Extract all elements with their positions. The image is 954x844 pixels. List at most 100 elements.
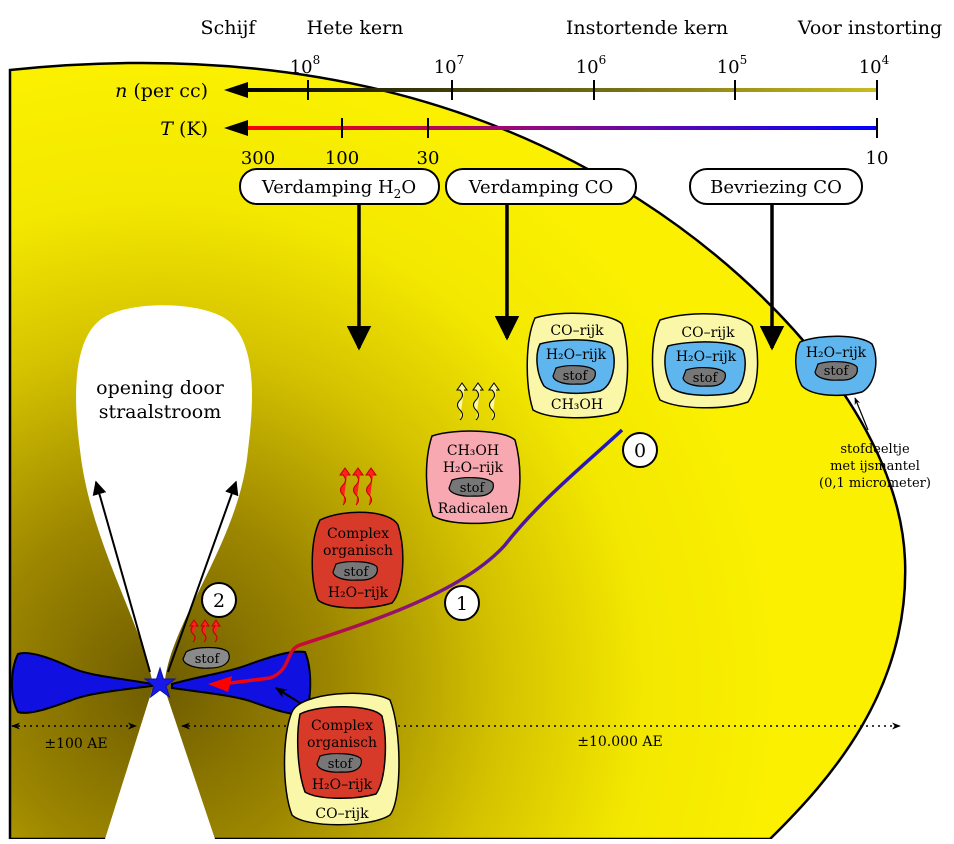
wave-icon [211,619,221,643]
density-tick-label: 105 [717,53,748,78]
process-label-pre: Verdamping H [261,177,394,198]
phase-collapsing-core: Instortende kern [566,17,728,39]
grain-line1-label: Complex [311,718,373,734]
grain-dust-core [332,561,378,581]
temperature-symbol: T [160,118,174,140]
grain-dust-core [814,361,858,381]
temperature-tick-label: 30 [417,148,440,169]
grain-hot: Complex organisch stof H₂O–rijk [311,511,404,609]
temperature-axis-bar [236,126,878,130]
grain-line3-label: H₂O–rijk [328,585,389,601]
marker-1: 1 [444,585,480,621]
marker-circle [201,582,237,618]
wave-icon [456,382,468,421]
grain-mantle-label: H₂O–rijk [546,347,607,363]
grain-line1-label: Complex [327,526,389,542]
process-label: Verdamping H2O [261,177,416,201]
temperature-axis-arrow [224,120,248,136]
process-h2o-evaporation: Verdamping H2O [239,168,440,205]
density-tick-base: 10 [859,57,882,78]
scale-disk-label: ±100 AE [44,736,107,752]
grain-line2-label: H₂O–rijk [443,460,504,476]
density-tick-exp: 5 [740,53,748,67]
grain-infall: Complex organisch stof H₂O–rijk CO–rijk [283,692,400,826]
grain-core-label: stof [693,371,719,386]
jet-opening-label-1: opening door [96,377,225,399]
process-label-sub: 2 [394,187,402,201]
grain-dust-core [682,367,726,387]
density-tick-exp: 8 [313,53,321,67]
jet-arrow-right [167,480,239,673]
grain-mantle-label: H₂O–rijk [806,345,867,361]
grain-co-freeze: CO–rijk H₂O–rijk stof [651,313,759,409]
marker-label: 0 [634,440,646,462]
grain-collapse: CO–rijk H₂O–rijk stof CH₃OH [526,312,629,419]
temperature-unit: (K) [179,118,208,140]
grain-dust-core [552,365,596,385]
disk-left [11,652,153,714]
grain-caption-2: met ijsmantel [830,459,920,474]
grain-pre-collapse: H₂O–rijk stof [795,335,877,397]
process-box [239,168,440,205]
density-axis-arrow [224,82,248,98]
sublimation-waves-disk [189,619,221,643]
marker-0: 0 [622,432,658,468]
process-box [445,168,637,205]
scale-envelope-label: ±10.000 AE [577,734,663,750]
density-tick-label: 107 [434,53,465,78]
density-tick-label: 108 [290,53,321,78]
grain-dust-core [182,646,230,669]
grain-outer-label: CO–rijk [550,323,604,339]
grain-core-label: stof [328,757,354,772]
marker-2: 2 [201,582,237,618]
density-tick-base: 10 [434,57,457,78]
density-unit: (per cc) [133,80,208,102]
grain-core-label: stof [195,652,221,667]
process-label: Bevriezing CO [710,177,842,198]
density-tick-label: 106 [576,53,607,78]
grain-core-label: stof [460,481,486,496]
temperature-axis-label: T (K) [160,118,208,140]
jet-opening-label-2: straalstroom [99,401,222,423]
density-tick-base: 10 [717,57,740,78]
wave-icon [365,467,377,506]
process-co-freeze-out: Bevriezing CO [689,168,863,205]
grain-core-label: stof [824,364,850,379]
grain-dust-core [448,477,494,497]
density-tick-base: 10 [576,57,599,78]
infall-arrowhead [208,676,232,692]
grain-caption-arrow [854,397,869,431]
grain-caption-3: (0,1 micrometer) [819,476,931,491]
marker-label: 2 [213,590,225,612]
grain-dust-core [316,753,362,773]
grain-line1-label: CH₃OH [447,443,499,459]
density-tick-label: 104 [859,53,890,78]
infall-trajectory [221,428,624,686]
protostar-icon [143,666,177,699]
grain-line2-label: organisch [323,543,393,559]
grain-red-mantle [296,706,387,800]
grain-disk: stof [182,646,230,669]
outflow-cone-lower [105,690,215,839]
wave-icon [488,382,500,421]
grain-red-mantle [311,511,404,609]
process-co-evaporation: Verdamping CO [445,168,637,205]
wave-icon [339,467,351,506]
marker-circle [622,432,658,468]
wave-icon [472,382,484,421]
grain-mantle-label: H₂O–rijk [676,349,737,365]
infall-grain-arrow [274,687,301,704]
density-tick-exp: 6 [599,53,607,67]
jet-arrow-left [92,480,151,673]
temperature-tick-label: 300 [241,148,275,169]
process-label: Verdamping CO [468,177,614,198]
jet-opening [76,305,253,680]
process-label-post: O [401,177,416,198]
density-symbol: n [115,80,127,102]
temperature-tick-label: 10 [866,148,889,169]
grain-core-label: stof [563,369,589,384]
density-tick-base: 10 [290,57,313,78]
grain-outer-bottom-label: CH₃OH [551,397,603,413]
